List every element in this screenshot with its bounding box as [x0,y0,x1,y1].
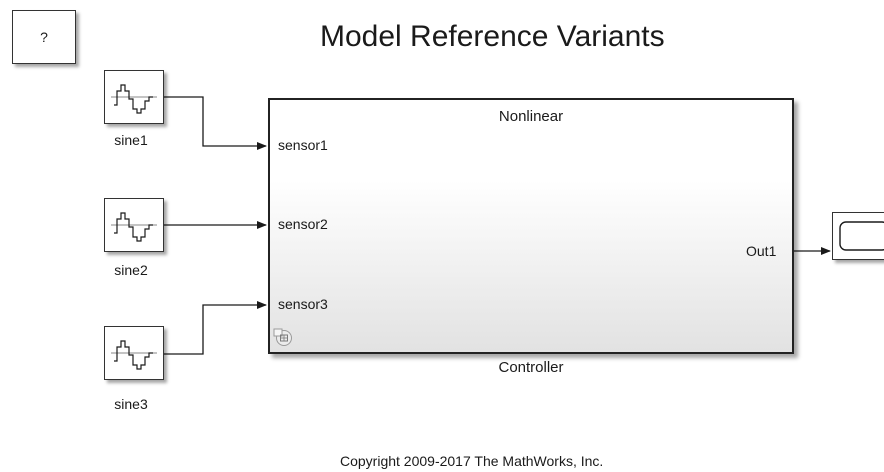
copyright-text: Copyright 2009-2017 The MathWorks, Inc. [340,453,604,469]
wire-sine1-sensor1[interactable] [162,96,267,150]
sine-wave-icon [111,340,157,370]
variant-name-label: Nonlinear [498,108,564,125]
wire-sine3-sensor3[interactable] [162,301,267,355]
sine-wave-icon [111,212,157,242]
sine1-block[interactable] [104,70,164,124]
scope-block[interactable] [832,212,884,260]
sine2-label: sine2 [114,262,148,278]
input-port-sensor1[interactable]: sensor1 [278,137,328,153]
input-port-sensor2[interactable]: sensor2 [278,216,328,232]
sine-wave-icon [111,84,157,114]
output-port-out1[interactable]: Out1 [746,243,777,259]
help-block-text: ? [40,29,48,45]
scope-icon [839,221,884,251]
sine3-block[interactable] [104,326,164,380]
help-block[interactable]: ? [12,10,76,64]
sine3-label: sine3 [114,396,148,412]
model-reference-badge-icon[interactable] [271,327,293,347]
controller-model-block[interactable] [268,98,794,354]
model-block-name: Controller [498,359,564,376]
sine2-block[interactable] [104,198,164,252]
diagram-title: Model Reference Variants [320,20,665,53]
sine1-label: sine1 [114,132,148,148]
input-port-sensor3[interactable]: sensor3 [278,296,328,312]
